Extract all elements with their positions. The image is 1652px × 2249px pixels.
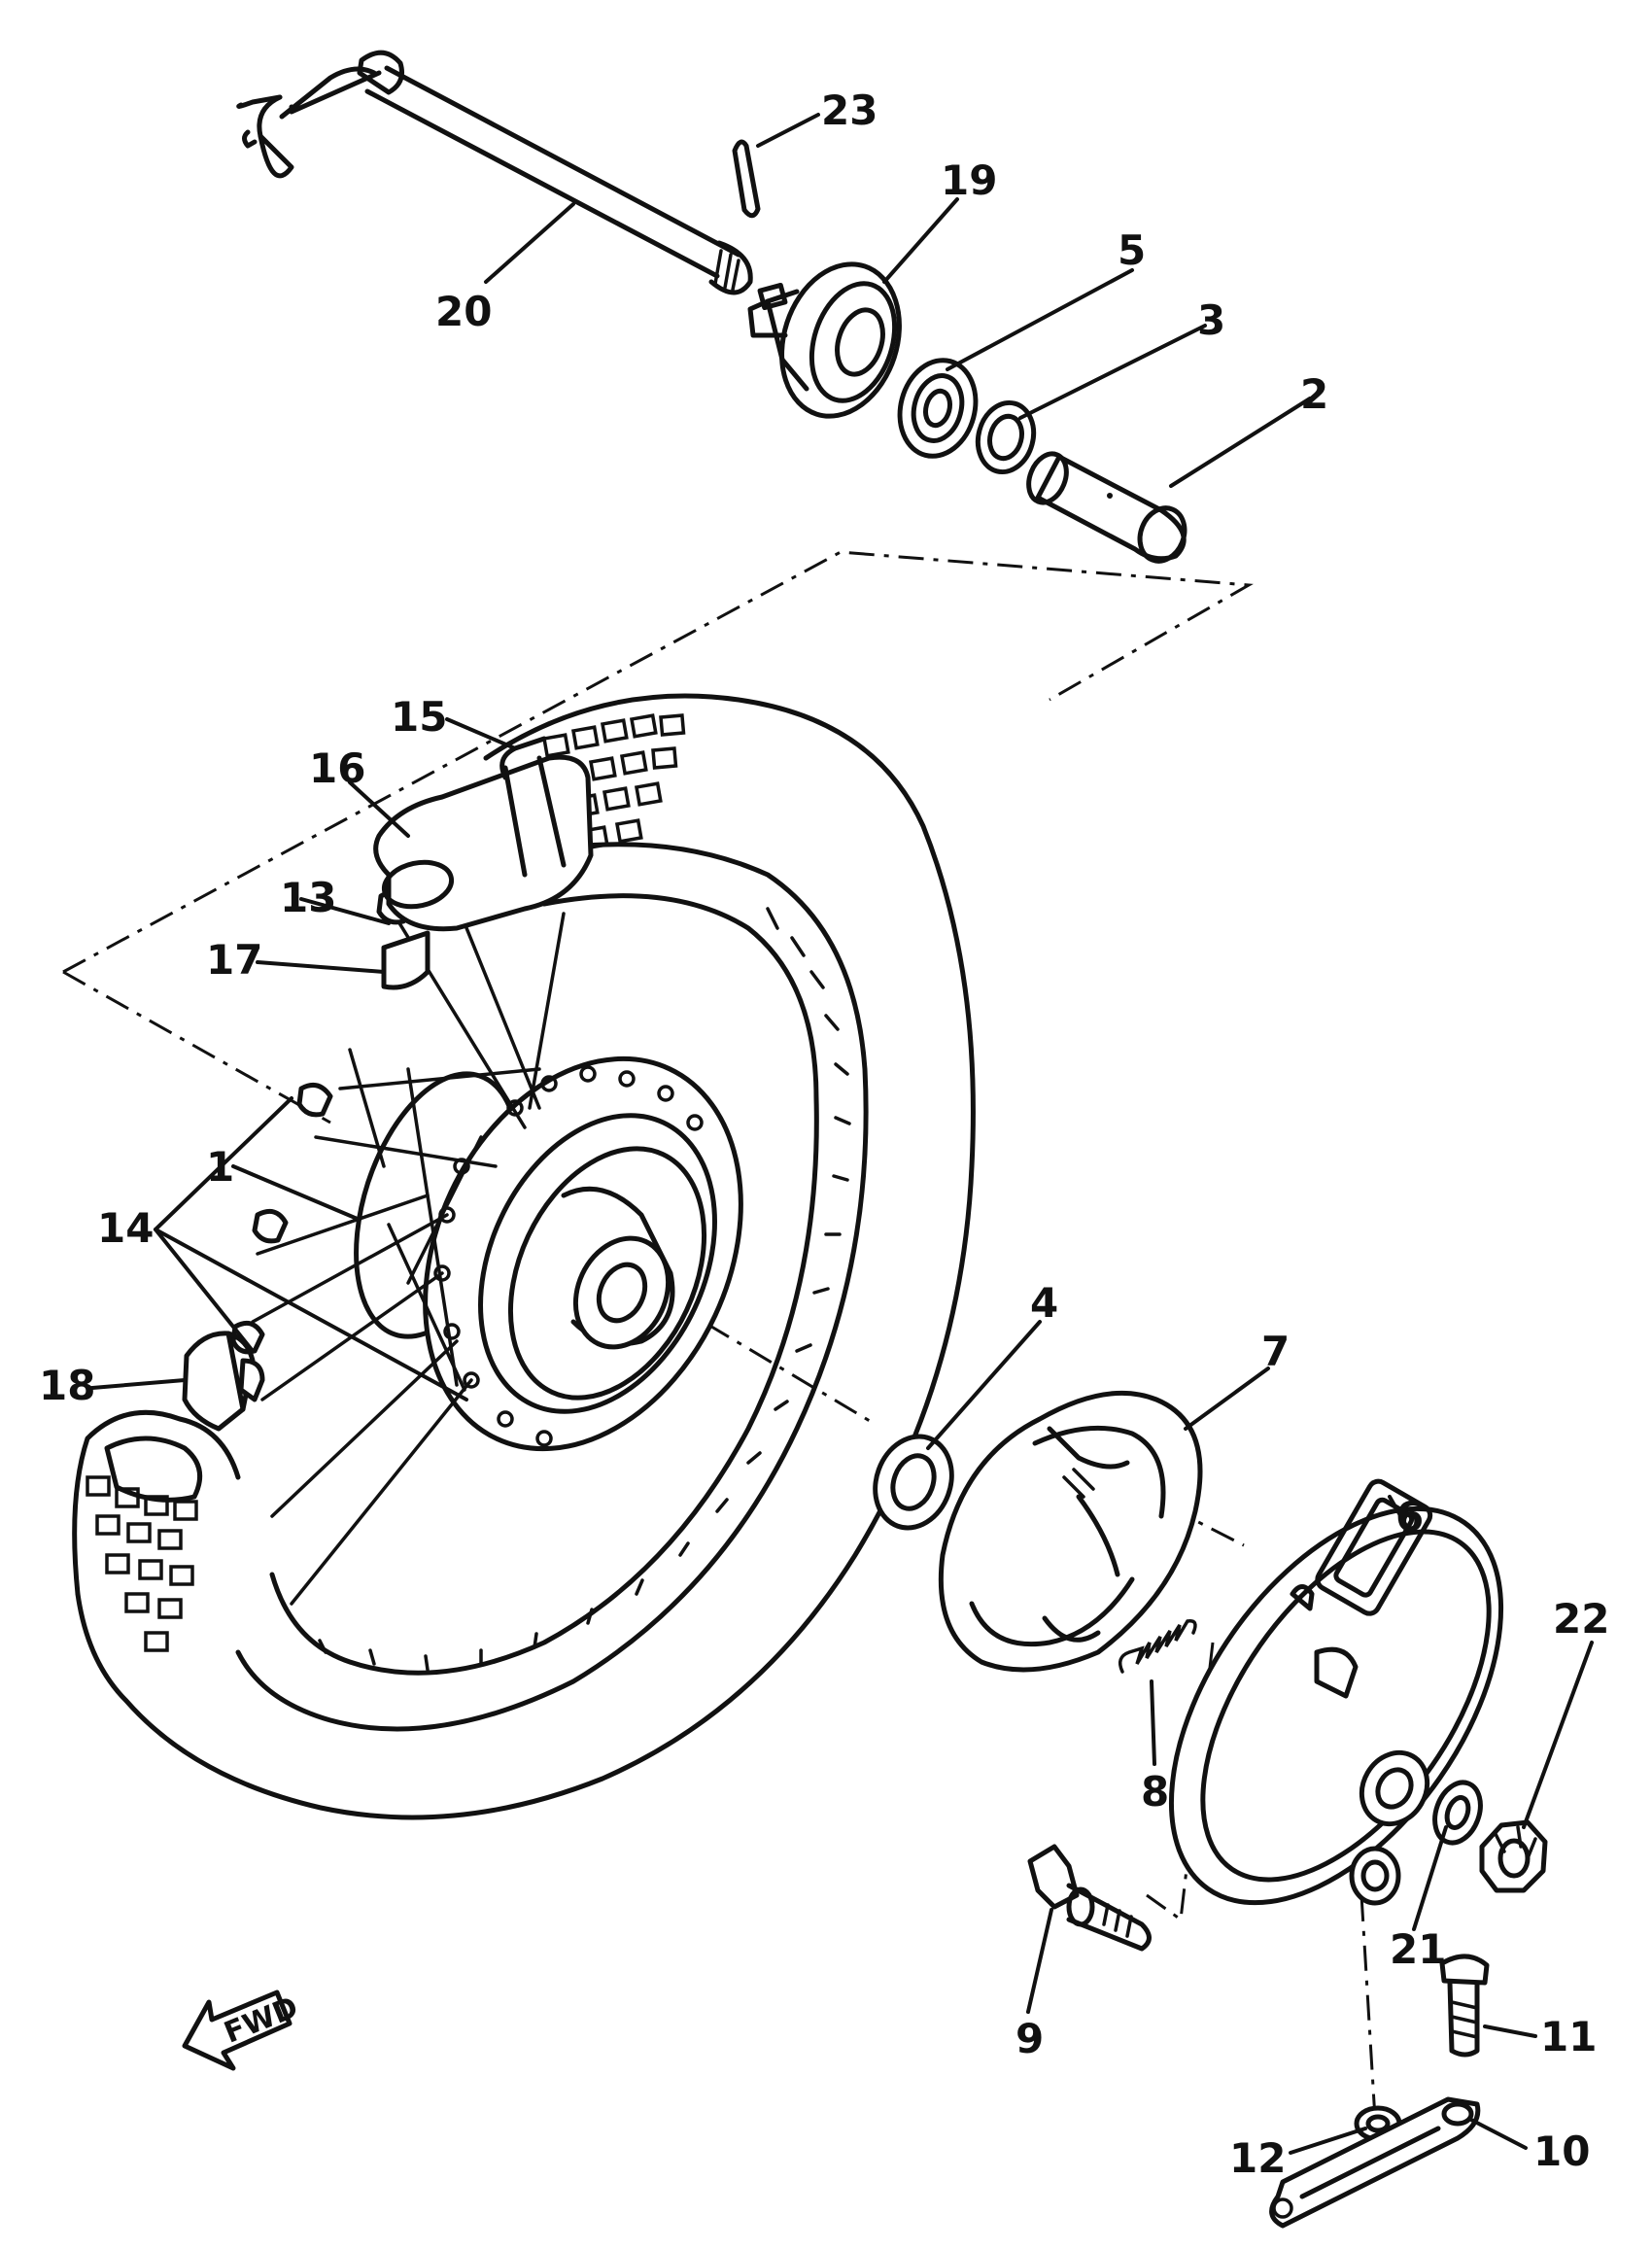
callout-5: 5: [1118, 226, 1146, 274]
callout-8: 8: [1141, 1768, 1169, 1816]
callout-18: 18: [39, 1362, 95, 1409]
brake-plate-part: [1168, 1478, 1504, 1906]
callout-12: 12: [1229, 2134, 1286, 2182]
axle-part: [236, 50, 753, 295]
spacer-2-part: [1026, 451, 1187, 564]
callout-13: 13: [280, 874, 336, 921]
tire-tread-bottom: [86, 1475, 198, 1652]
leader-lines: [90, 113, 1594, 2155]
callout-15: 15: [391, 693, 447, 741]
callout-16: 16: [309, 744, 365, 792]
tube-part: [373, 754, 594, 932]
gear-housing-part: [747, 261, 902, 419]
callout-22: 22: [1553, 1595, 1609, 1643]
callout-2: 2: [1300, 370, 1328, 418]
callout-10: 10: [1533, 2128, 1590, 2175]
fwd-arrow-icon: FWD: [182, 1990, 303, 2071]
hub-part: [251, 902, 743, 1606]
callout-4: 4: [1030, 1279, 1058, 1327]
axle-nut-part: [1479, 1819, 1548, 1893]
brake-shoe-part: [938, 1390, 1203, 1673]
callout-23: 23: [821, 86, 878, 134]
wheel-assembly: [72, 693, 976, 1820]
assembly-line-lever: [1357, 1846, 1377, 2120]
bearing-5-part: [897, 358, 979, 459]
callout-17: 17: [206, 936, 262, 984]
callout-20: 20: [435, 288, 492, 335]
bearing-4-part: [873, 1434, 954, 1531]
callout-6: 6: [1395, 1493, 1424, 1540]
spring-part: [1118, 1619, 1197, 1674]
callout-1: 1: [206, 1143, 234, 1191]
callout-9: 9: [1015, 2015, 1044, 2062]
seal-3-part: [975, 399, 1037, 475]
camshaft-part: [1027, 1844, 1152, 1952]
cotter-pin-part: [732, 139, 761, 219]
callout-19: 19: [941, 156, 997, 204]
callout-14: 14: [97, 1204, 154, 1252]
callout-7: 7: [1261, 1328, 1290, 1375]
assembly-line-upper: [62, 550, 1254, 974]
callout-21: 21: [1390, 1925, 1446, 1973]
callout-11: 11: [1540, 2013, 1597, 2060]
tire-tread-top: [541, 713, 686, 850]
bolt-part: [1439, 1954, 1490, 2058]
callout-3: 3: [1197, 296, 1225, 344]
cam-lever-part: [1269, 2096, 1481, 2229]
assembly-line-cam: [1146, 1642, 1215, 1922]
rim-band-part: [381, 930, 430, 990]
callouts: 23 19 5 3 2 20 15 16 13 17 1 14 18 4 7 6…: [39, 86, 1609, 2182]
assembly-line-hub: [62, 970, 331, 1124]
rim-lock-part: [182, 1331, 265, 1432]
